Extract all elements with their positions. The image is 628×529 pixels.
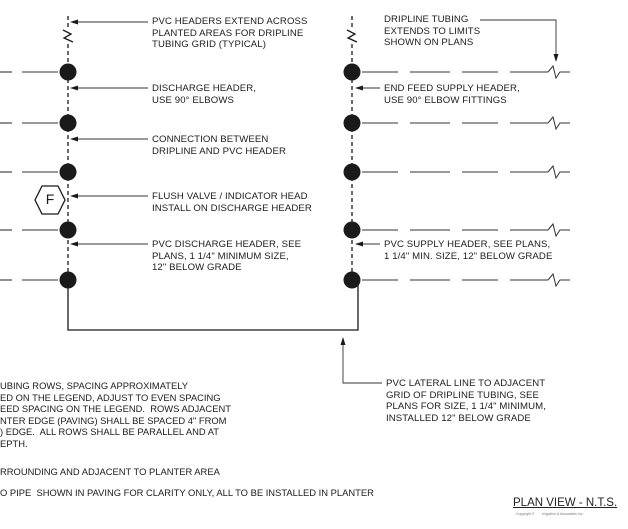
pvc-lateral-line xyxy=(67,280,359,331)
label-end-feed: END FEED SUPPLY HEADER, USE 90° ELBOW FI… xyxy=(384,83,520,106)
flush-valve-hexagon xyxy=(34,185,66,215)
label-headers-extend: PVC HEADERS EXTEND ACROSS PLANTED AREAS … xyxy=(152,16,308,50)
left-dripline-rows xyxy=(0,71,58,281)
label-pvc-supply: PVC SUPPLY HEADER, SEE PLANS, 1 1/4" MIN… xyxy=(384,239,553,262)
label-connection: CONNECTION BETWEEN DRIPLINE AND PVC HEAD… xyxy=(152,134,286,157)
flush-valve-symbol-label: F xyxy=(45,191,55,207)
right-leader-lines xyxy=(342,19,557,384)
note-tubing-rows: UBING ROWS, SPACING APPROXIMATELY ED ON … xyxy=(0,380,231,449)
label-dripline-tubing: DRIPLINE TUBING EXTENDS TO LIMITS SHOWN … xyxy=(384,14,481,48)
label-discharge-header: DISCHARGE HEADER, USE 90° ELBOWS xyxy=(152,83,257,106)
right-dripline-rows xyxy=(362,71,548,281)
right-leader-arrows xyxy=(340,54,559,345)
left-break-symbol xyxy=(62,29,74,43)
label-flush-valve: FLUSH VALVE / INDICATOR HEAD INSTALL ON … xyxy=(152,191,312,214)
left-leader-arrows xyxy=(70,19,78,247)
note-pipe-shown: O PIPE SHOWN IN PAVING FOR CLARITY ONLY,… xyxy=(0,487,374,498)
label-pvc-lateral: PVC LATERAL LINE TO ADJACENT GRID OF DRI… xyxy=(386,378,547,424)
left-leader-lines xyxy=(72,21,148,245)
note-surrounding: RROUNDING AND ADJACENT TO PLANTER AREA xyxy=(0,466,220,477)
right-row-break-symbols xyxy=(547,64,570,288)
connection-dots xyxy=(59,63,361,289)
copyright-text: Copyright © Irrigation & Associates Inc. xyxy=(516,512,584,516)
label-pvc-discharge: PVC DISCHARGE HEADER, SEE PLANS, 1 1/4" … xyxy=(152,239,302,273)
plan-view-title: PLAN VIEW - N.T.S. xyxy=(513,497,618,509)
right-break-symbol xyxy=(346,29,358,43)
